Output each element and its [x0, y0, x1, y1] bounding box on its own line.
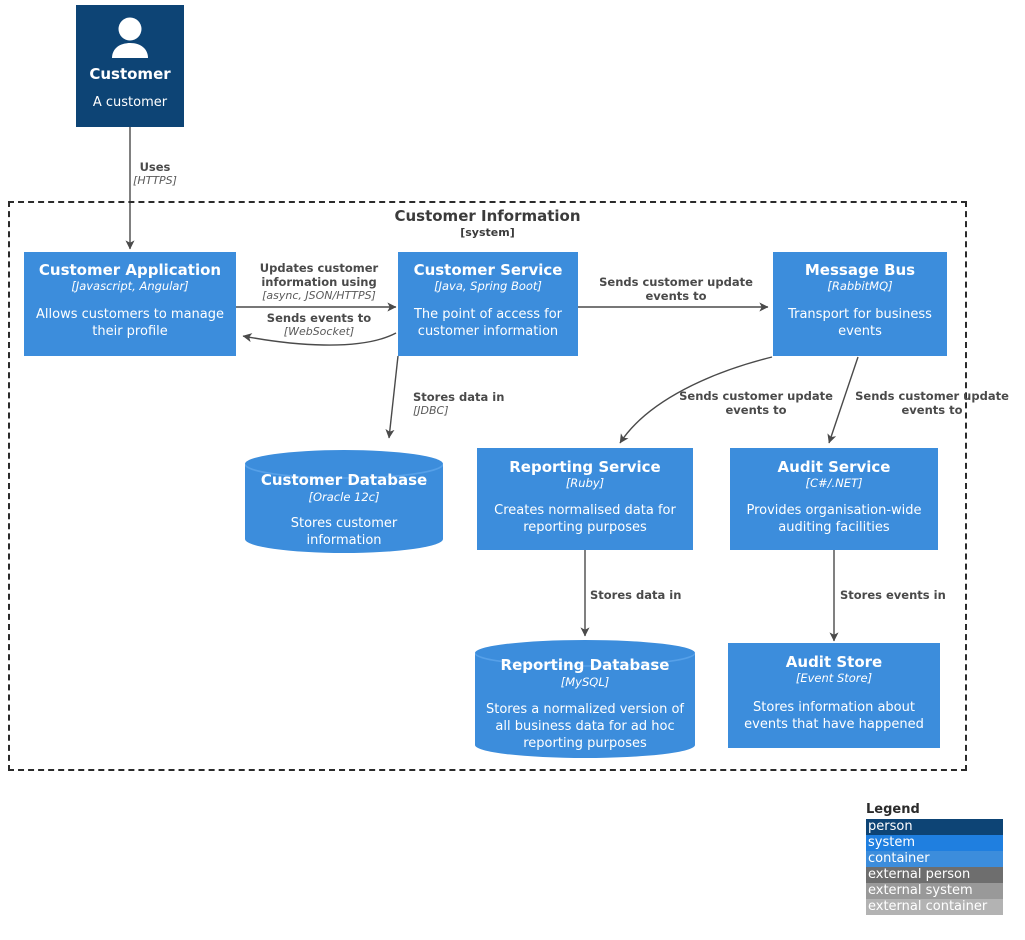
edge-label-cs-stores: Stores data in [JDBC]	[413, 390, 593, 417]
legend-item-system: system	[866, 835, 1003, 851]
node-customer-application[interactable]: Customer Application [Javascript, Angula…	[24, 252, 236, 356]
node-customer[interactable]: Customer A customer	[76, 5, 184, 127]
node-description: Creates normalised data for reporting pu…	[494, 503, 676, 535]
node-technology: [Oracle 12c]	[308, 490, 380, 504]
legend-item-label: external container	[868, 899, 988, 914]
node-description: Transport for business events	[788, 307, 932, 339]
edge-tech-text: [JDBC]	[413, 404, 449, 417]
node-description: Stores customer information	[290, 516, 398, 548]
legend: Legend person system container external …	[866, 802, 1003, 915]
system-boundary	[8, 201, 967, 771]
boundary-title: Customer Information	[394, 207, 581, 225]
node-message-bus[interactable]: Message Bus [RabbitMQ] Transport for bus…	[773, 252, 947, 356]
node-technology: [RabbitMQ]	[827, 279, 893, 293]
edge-label-cs-to-bus: Sends customer update events to	[588, 275, 764, 303]
node-technology: [Javascript, Angular]	[71, 279, 189, 293]
edge-label-as-stores: Stores events in	[840, 588, 1000, 602]
node-title: Customer	[89, 65, 171, 83]
edge-label-updates: Updates customer information using [asyn…	[246, 261, 392, 302]
cylinder-shape	[475, 640, 695, 758]
node-title: Customer Service	[413, 261, 563, 279]
edge-tech-text: [WebSocket]	[283, 325, 355, 338]
cylinder-shape	[245, 450, 443, 553]
node-technology: [C#/.NET]	[805, 476, 863, 490]
legend-item-container: container	[866, 851, 1003, 867]
edge-label-text: Stores data in	[413, 390, 505, 404]
node-technology: [Ruby]	[565, 476, 605, 490]
edge-label-bus-to-audit: Sends customer update events to	[844, 389, 1020, 417]
legend-item-label: system	[868, 835, 915, 850]
boundary-subtitle: [system]	[460, 226, 515, 239]
legend-item-external-person: external person	[866, 867, 1003, 883]
node-reporting-database[interactable]: Reporting Database [MySQL] Stores a norm…	[475, 640, 695, 758]
node-customer-service[interactable]: Customer Service [Java, Spring Boot] The…	[398, 252, 578, 356]
node-description: A customer	[92, 95, 168, 110]
legend-item-external-container: external container	[866, 899, 1003, 915]
node-technology: [MySQL]	[560, 675, 610, 689]
edge-label-text: Updates customer information using	[259, 261, 379, 289]
node-description: The point of access for customer informa…	[413, 307, 563, 339]
node-title: Audit Service	[777, 458, 891, 476]
legend-title: Legend	[866, 802, 920, 817]
node-description: Stores a normalized version of all busin…	[485, 702, 684, 751]
node-customer-database[interactable]: Customer Database [Oracle 12c] Stores cu…	[245, 450, 443, 553]
edge-label-text: Stores events in	[840, 588, 946, 602]
edge-label-uses: Uses [HTTPS]	[110, 160, 200, 187]
edge-label-text: Stores data in	[590, 588, 682, 602]
node-technology: [Java, Spring Boot]	[434, 279, 542, 293]
node-title: Message Bus	[804, 261, 916, 279]
node-title: Audit Store	[785, 653, 883, 671]
node-description: Stores information about events that hav…	[744, 700, 924, 732]
person-icon	[108, 17, 152, 63]
legend-item-person: person	[866, 819, 1003, 835]
legend-item-label: person	[868, 819, 913, 834]
legend-item-label: external system	[868, 883, 973, 898]
edge-label-sends-events: Sends events to [WebSocket]	[246, 311, 392, 338]
node-audit-store[interactable]: Audit Store [Event Store] Stores informa…	[728, 643, 940, 748]
node-audit-service[interactable]: Audit Service [C#/.NET] Provides organis…	[730, 448, 938, 550]
node-title: Reporting Service	[509, 458, 661, 476]
node-description: Allows customers to manage their profile	[36, 307, 224, 339]
edge-label-text: Sends customer update events to	[679, 389, 833, 417]
node-reporting-service[interactable]: Reporting Service [Ruby] Creates normali…	[477, 448, 693, 550]
edge-tech-text: [async, JSON/HTTPS]	[262, 289, 376, 302]
legend-item-label: container	[868, 851, 930, 866]
edge-label-text: Sends events to	[266, 311, 372, 325]
node-description: Provides organisation-wide auditing faci…	[746, 503, 922, 535]
edge-label-text: Uses	[139, 160, 171, 174]
edge-label-bus-to-report: Sends customer update events to	[668, 389, 844, 417]
legend-item-external-system: external system	[866, 883, 1003, 899]
node-technology: [Event Store]	[795, 671, 873, 685]
edge-label-text: Sends customer update events to	[599, 275, 753, 303]
legend-item-label: external person	[868, 867, 971, 882]
edge-label-text: Sends customer update events to	[855, 389, 1009, 417]
edge-tech-text: [HTTPS]	[133, 174, 177, 187]
edge-label-rs-stores: Stores data in	[590, 588, 750, 602]
node-title: Customer Application	[38, 261, 222, 279]
node-title: Reporting Database	[500, 656, 670, 674]
node-title: Customer Database	[260, 471, 428, 489]
